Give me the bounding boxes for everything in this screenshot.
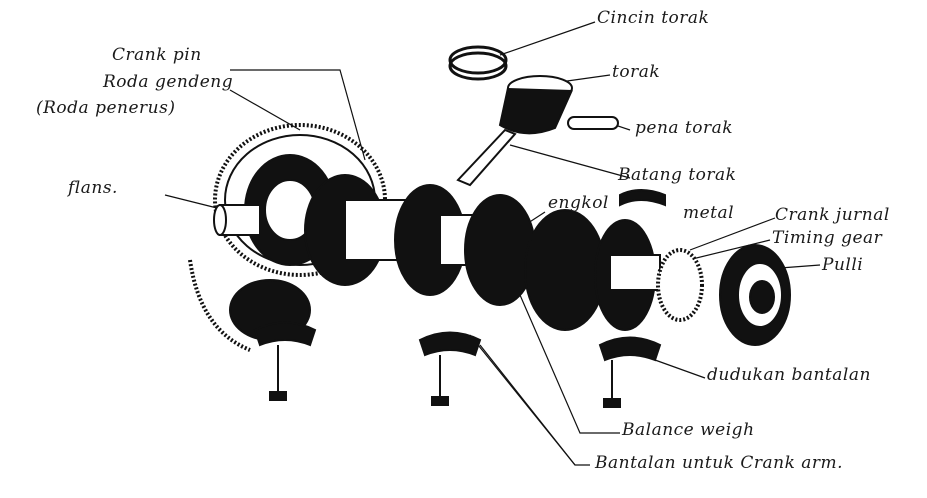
label-timing-gear: Timing gear [772,228,883,248]
leader-crankjurnal [689,217,776,251]
leader-dudukan [654,359,706,379]
label-metal: metal [683,203,735,223]
label-balance-weigh: Balance weigh [622,420,755,440]
piston [498,75,573,135]
leader-cincin [499,21,596,56]
label-cincin-torak: Cincin torak [597,8,710,28]
leader-bantalan [479,344,590,466]
connecting-rod [456,128,517,187]
leader-lines [164,21,821,466]
label-batang-torak: Batang torak [618,165,737,185]
leader-pulli [779,264,821,269]
bearing-shell [619,189,666,207]
label-crank-pin: Crank pin [112,45,202,65]
label-torak: torak [612,62,661,82]
leader-balance [519,294,620,434]
timing-gear [656,248,704,322]
flange [213,204,261,236]
piston-pin [567,116,619,130]
label-engkol: engkol [548,193,609,213]
leader-crankpin [230,69,366,161]
pulley [719,244,791,346]
leader-torak [559,74,611,83]
bearing-caps [253,321,662,408]
label-pena-torak: pena torak [635,118,734,138]
label-roda-penerus: (Roda penerus) [36,98,176,118]
label-roda-gendeng: Roda gendeng [103,72,234,92]
label-crank-jurnal: Crank jurnal [775,205,890,225]
leader-roda [229,89,301,131]
label-dudukan-bantalan: dudukan bantalan [707,365,871,385]
crankshaft [304,174,661,331]
label-flans: flans. [68,178,118,198]
label-pulli: Pulli [822,255,864,275]
label-bantalan-crank-arm: Bantalan untuk Crank arm. [595,453,844,473]
piston-rings [448,45,508,81]
leader-batang [509,144,631,179]
